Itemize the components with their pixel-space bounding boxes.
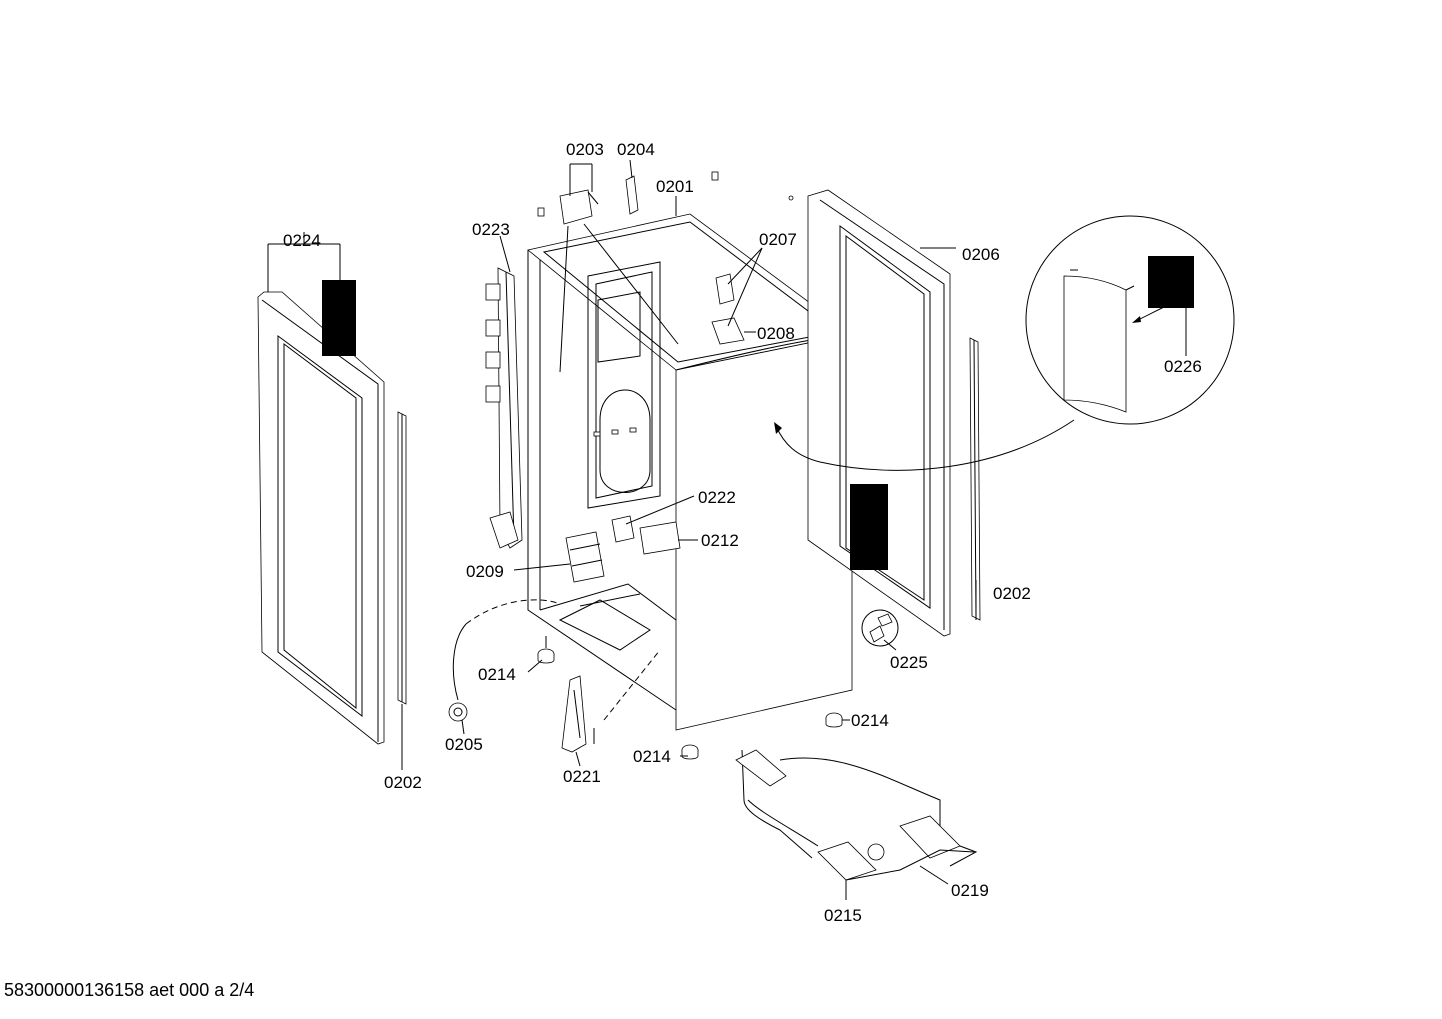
label-0209: 0209 <box>466 562 504 581</box>
label-0222: 0222 <box>698 488 736 507</box>
right-seal-strip <box>969 337 981 621</box>
label-0224: 0224 <box>283 231 321 250</box>
latch-assembly <box>561 649 661 753</box>
label-0226: 0226 <box>1164 357 1202 376</box>
label-0206: 0206 <box>962 245 1000 264</box>
document-id-footer: 58300000136158 aet 000 a 2/4 <box>4 980 255 1000</box>
insulation-pad-right <box>850 484 888 570</box>
left-seal-strip <box>397 411 407 705</box>
switch-unit <box>565 531 605 583</box>
label-0214-right: 0214 <box>851 711 889 730</box>
label-0215: 0215 <box>824 906 862 925</box>
label-0202-right: 0202 <box>993 584 1031 603</box>
insulation-pad-left <box>322 280 356 356</box>
label-0225: 0225 <box>890 653 928 672</box>
right-side-panel <box>807 189 951 637</box>
top-screws <box>537 171 794 217</box>
label-0208: 0208 <box>757 324 795 343</box>
detail-magnifier <box>774 215 1235 471</box>
label-0203: 0203 <box>566 140 604 159</box>
bracket-parts <box>711 273 745 345</box>
label-0205: 0205 <box>445 735 483 754</box>
cover-plate <box>559 189 599 225</box>
part-labels: 0224 0223 0203 0204 0201 0206 0207 0208 … <box>283 140 1202 925</box>
cable-plug <box>448 599 561 722</box>
clip-part <box>625 175 639 215</box>
label-0201: 0201 <box>656 177 694 196</box>
label-0221: 0221 <box>563 767 601 786</box>
left-side-panel <box>257 280 385 745</box>
label-0219: 0219 <box>951 881 989 900</box>
label-0202-left: 0202 <box>384 773 422 792</box>
leader-lines <box>267 159 1187 900</box>
base-frame <box>735 749 978 881</box>
left-rail-strip <box>485 267 523 549</box>
label-0207: 0207 <box>759 230 797 249</box>
knob-parts <box>861 609 899 647</box>
cabinet-body <box>527 213 853 731</box>
label-0212: 0212 <box>701 531 739 550</box>
label-0223: 0223 <box>472 220 510 239</box>
label-0214-center: 0214 <box>633 747 671 766</box>
feet <box>537 636 843 760</box>
connector-parts <box>611 515 681 555</box>
insulation-pad-detail <box>1148 256 1194 308</box>
label-0204: 0204 <box>617 140 655 159</box>
label-0214-left: 0214 <box>478 665 516 684</box>
